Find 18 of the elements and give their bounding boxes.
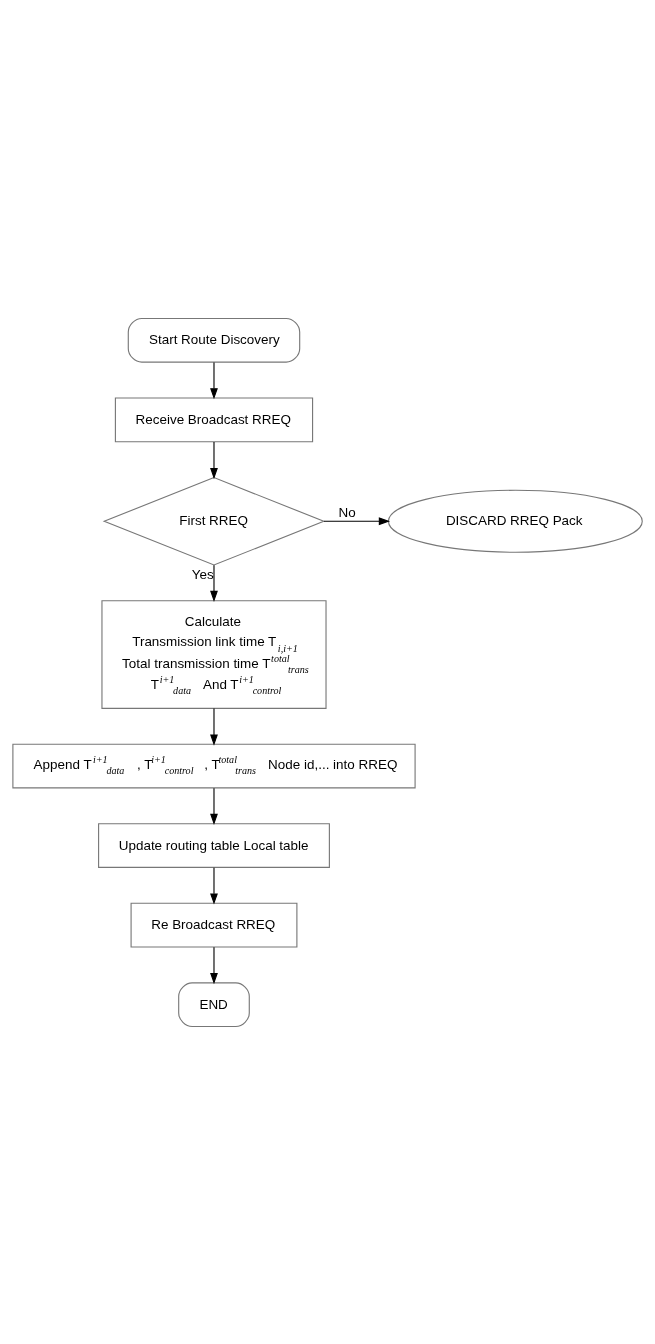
arrow <box>210 707 218 746</box>
arrow <box>210 946 218 984</box>
node-box: Update routing table Local table <box>98 822 330 868</box>
node-diamond: First RREQ <box>102 476 326 566</box>
arrow <box>210 440 218 479</box>
node-ellipse: DISCARD RREQ Pack <box>387 489 643 553</box>
node-box: Re Broadcast RREQ <box>130 902 298 948</box>
node-box: Receive Broadcast RREQ <box>114 396 314 442</box>
node-box: Start Route Discovery <box>127 317 301 363</box>
node-box: Append T$^{i+1}$$_{data}$ , T$^{i+1}$$_{control}$ , T$^{total}$$_{trans}$ Node id,... into RREQ <box>12 743 416 788</box>
edge-label: No <box>338 504 356 520</box>
arrow <box>210 564 218 602</box>
arrow <box>210 866 218 905</box>
arrow <box>323 516 390 525</box>
edge-label: Yes <box>191 566 214 582</box>
node-box: END <box>178 981 250 1027</box>
arrow <box>210 361 218 399</box>
arrow <box>210 787 218 825</box>
